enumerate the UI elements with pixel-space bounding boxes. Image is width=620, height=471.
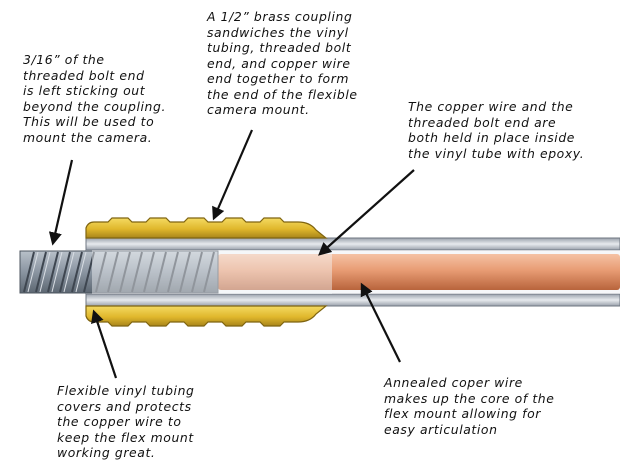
label-brass-coupling: A 1/2” brass coupling sandwiches the vin…	[207, 9, 358, 118]
label-bolt-end: 3/16” of the threaded bolt end is left s…	[23, 52, 166, 145]
note-line: flex mount allowing for	[384, 406, 541, 421]
arrow-vinyl	[91, 309, 118, 379]
bolt-threads	[23, 251, 215, 293]
note-line: working great.	[57, 445, 156, 460]
note-line: tubing, threaded bolt	[207, 40, 352, 55]
note-line: The copper wire and the	[408, 99, 574, 114]
label-copper-wire: Annealed coper wire makes up the core of…	[384, 375, 554, 437]
pointer-arrows	[48, 129, 415, 379]
arrow-epoxy	[318, 169, 415, 256]
arrow-coupling	[212, 129, 254, 221]
note-line: threaded bolt end	[23, 67, 145, 83]
note-line: covers and protects	[57, 398, 192, 414]
note-line: the copper wire to	[57, 414, 182, 429]
arrow-bolt	[48, 159, 74, 246]
label-epoxy: The copper wire and the threaded bolt en…	[408, 99, 584, 161]
note-line: end together to form	[207, 71, 350, 86]
note-line: is left sticking out	[23, 83, 146, 98]
note-line: A 1/2” brass coupling	[207, 9, 353, 24]
note-line: threaded bolt end are	[408, 114, 557, 130]
note-line: both held in place inside	[408, 130, 576, 145]
note-line: the vinyl tube with epoxy.	[408, 145, 585, 161]
note-line: This will be used to	[23, 114, 155, 129]
note-line: keep the flex mount	[57, 429, 194, 445]
note-line: Annealed coper wire	[384, 375, 523, 390]
note-line: mount the camera.	[23, 129, 153, 145]
note-line: camera mount.	[207, 102, 310, 117]
note-line: the end of the flexible	[207, 86, 358, 102]
note-line: makes up the core of the	[384, 390, 555, 406]
note-line: end, and copper wire	[207, 55, 351, 71]
epoxy-fill	[92, 250, 332, 294]
note-line: easy articulation	[384, 421, 498, 437]
note-line: sandwiches the vinyl	[207, 24, 349, 40]
note-line: Flexible vinyl tubing	[57, 383, 195, 398]
note-line: beyond the coupling.	[23, 98, 166, 114]
label-vinyl-tubing: Flexible vinyl tubing covers and protect…	[57, 383, 195, 461]
note-line: 3/16” of the	[23, 52, 105, 67]
threaded-bolt	[19, 250, 219, 294]
arrow-copper	[360, 282, 401, 363]
brass-coupling	[85, 217, 328, 327]
